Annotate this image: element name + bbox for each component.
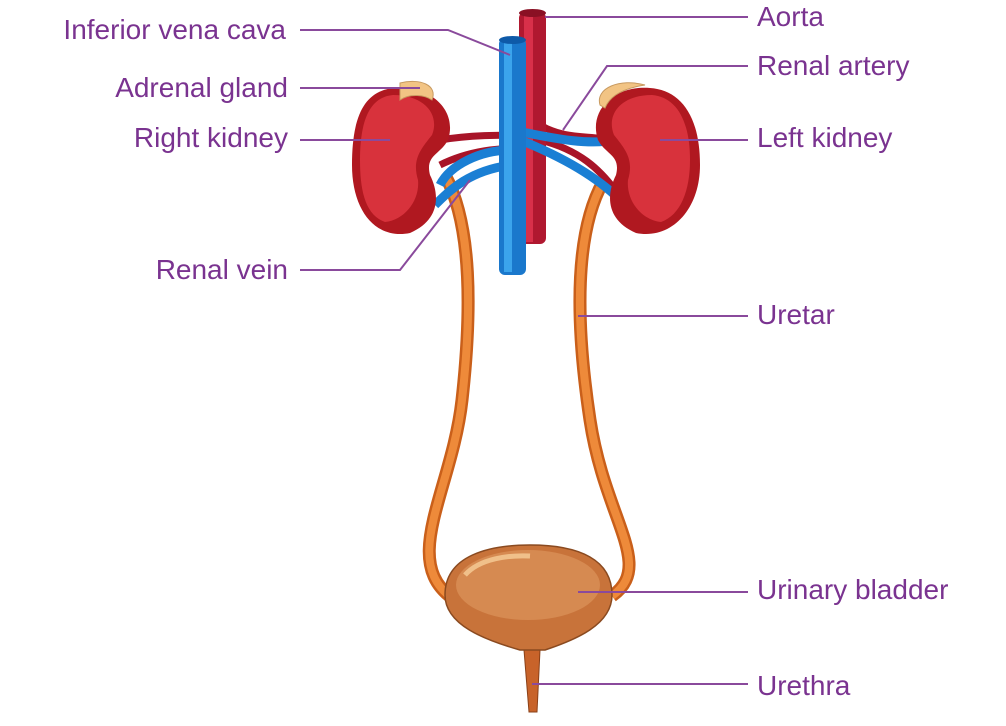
label-ureter: Uretar: [757, 299, 835, 330]
label-renal-artery: Renal artery: [757, 50, 910, 81]
inferior-vena-cava: [499, 36, 526, 275]
right-kidney: [352, 80, 451, 235]
ureters: [422, 171, 636, 604]
label-urethra: Urethra: [757, 670, 851, 701]
urinary-bladder: [444, 544, 613, 713]
label-renal-vein: Renal vein: [155, 254, 288, 285]
label-inferior-vena-cava: Inferior vena cava: [63, 14, 286, 45]
label-adrenal-gland: Adrenal gland: [115, 72, 288, 103]
label-aorta: Aorta: [757, 1, 824, 32]
left-kidney: [595, 82, 700, 235]
label-left-kidney: Left kidney: [757, 122, 893, 153]
leader-lines: [300, 16, 748, 685]
label-urinary-bladder: Urinary bladder: [757, 574, 949, 605]
label-right-kidney: Right kidney: [133, 122, 288, 153]
